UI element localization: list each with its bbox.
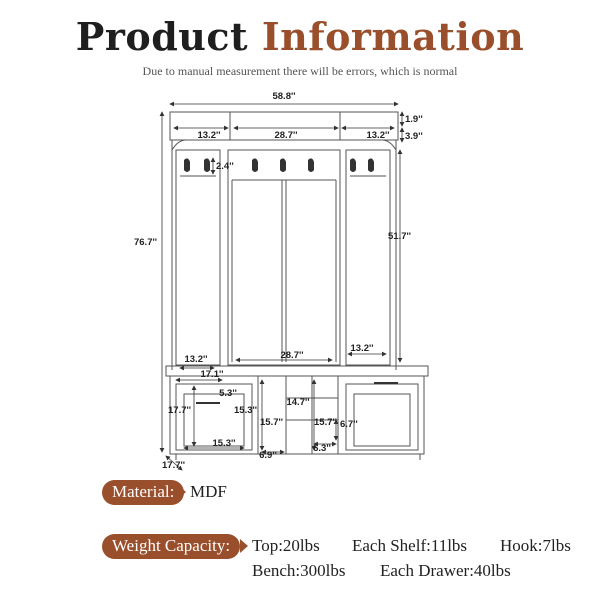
dim-drawer-inner: 5.3'' bbox=[219, 388, 237, 399]
dim-panel-height: 51.7'' bbox=[388, 231, 411, 242]
material-label: Material: bbox=[102, 480, 185, 505]
dim-base-depth: 17.7'' bbox=[162, 460, 185, 471]
material-arrow-icon bbox=[178, 485, 186, 499]
title-part-product: Product bbox=[75, 14, 249, 59]
dim-cubby-w1: 6.9'' bbox=[259, 450, 277, 461]
weight-top: Top:20lbs bbox=[252, 536, 320, 555]
dim-hook-gap: 2.4'' bbox=[216, 161, 234, 172]
coat-hooks bbox=[184, 158, 374, 172]
dim-shelf-height: 14.7'' bbox=[286, 397, 309, 408]
weight-hook: Hook:7lbs bbox=[500, 536, 571, 555]
dim-top-depth: 3.9'' bbox=[405, 131, 423, 142]
dim-bench-left: 13.2'' bbox=[184, 354, 207, 365]
weight-arrow-icon bbox=[240, 539, 248, 553]
dim-cubby-h1: 15.7'' bbox=[260, 417, 283, 428]
dim-bench-depth: 17.1'' bbox=[200, 369, 223, 380]
title-part-information: Information bbox=[261, 14, 525, 59]
dim-cubby-w2: 6.3'' bbox=[313, 443, 331, 454]
dim-total-height: 76.7'' bbox=[134, 237, 157, 248]
weight-capacity-label: Weight Capacity: bbox=[102, 534, 241, 559]
weight-drawer: Each Drawer:40lbs bbox=[380, 561, 511, 580]
dim-cubby-small: 6.7'' bbox=[340, 419, 358, 430]
dim-drawer-height: 17.7'' bbox=[168, 405, 191, 416]
weight-shelf: Each Shelf:11lbs bbox=[352, 536, 468, 555]
dim-bench-middle: 28.7'' bbox=[280, 350, 303, 361]
dim-cubby-h2: 15.7'' bbox=[314, 417, 337, 428]
material-value: MDF bbox=[190, 482, 227, 501]
subtitle: Due to manual measurement there will be … bbox=[142, 64, 458, 78]
dim-drawer-h2: 15.3'' bbox=[234, 405, 257, 416]
dim-top-middle: 28.7'' bbox=[274, 130, 297, 141]
page-title: Product Information bbox=[0, 14, 600, 59]
weight-bench: Bench:300lbs bbox=[252, 561, 346, 580]
dim-top-left: 13.2'' bbox=[197, 130, 220, 141]
dim-top-height: 1.9'' bbox=[405, 114, 423, 125]
dim-bench-right: 13.2'' bbox=[350, 343, 373, 354]
dim-drawer-width: 15.3'' bbox=[212, 438, 235, 449]
dim-top-right: 13.2'' bbox=[366, 130, 389, 141]
dim-total-width: 58.8'' bbox=[272, 91, 295, 102]
